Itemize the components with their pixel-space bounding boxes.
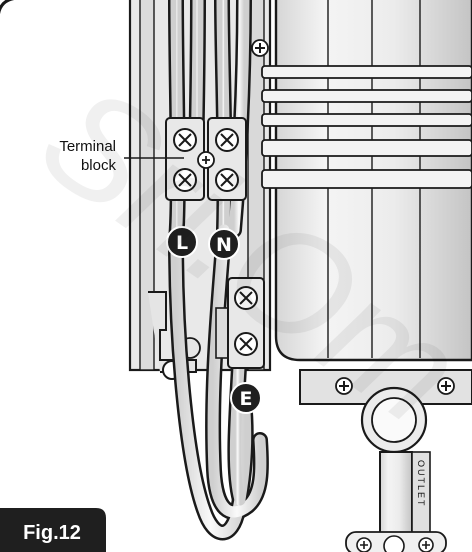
screw-icon bbox=[437, 377, 455, 395]
figure-label: Fig.12 bbox=[23, 522, 81, 544]
neutral-marker-text: N bbox=[216, 234, 232, 256]
screw-icon bbox=[173, 168, 197, 192]
terminal-block-label-line1: Terminal bbox=[59, 138, 116, 155]
frame-border bbox=[0, 0, 15, 15]
screw-icon bbox=[335, 377, 353, 395]
heater-body bbox=[261, 0, 472, 362]
screw-icon bbox=[215, 168, 239, 192]
terminal-block-label-line2: block bbox=[81, 157, 117, 174]
terminal-block bbox=[165, 117, 247, 201]
screw-icon bbox=[173, 128, 197, 152]
neutral-wire-marker: N bbox=[208, 228, 240, 260]
outlet-label: OUTLET bbox=[416, 460, 426, 508]
earth-marker-text: E bbox=[240, 388, 253, 410]
screw-icon bbox=[234, 332, 258, 356]
screw-icon bbox=[356, 537, 372, 552]
outlet-pipe: OUTLET bbox=[345, 386, 447, 552]
screw-icon bbox=[215, 128, 239, 152]
screw-icon bbox=[418, 537, 434, 552]
earth-wire-marker: E bbox=[230, 382, 262, 414]
screw-icon bbox=[197, 151, 215, 169]
screw-icon bbox=[251, 39, 269, 57]
live-marker-text: L bbox=[176, 232, 188, 254]
screw-icon bbox=[234, 286, 258, 310]
earth-terminal-block bbox=[215, 277, 265, 369]
figure-tag: Fig.12 bbox=[0, 508, 106, 552]
live-wire-marker: L bbox=[166, 226, 198, 258]
